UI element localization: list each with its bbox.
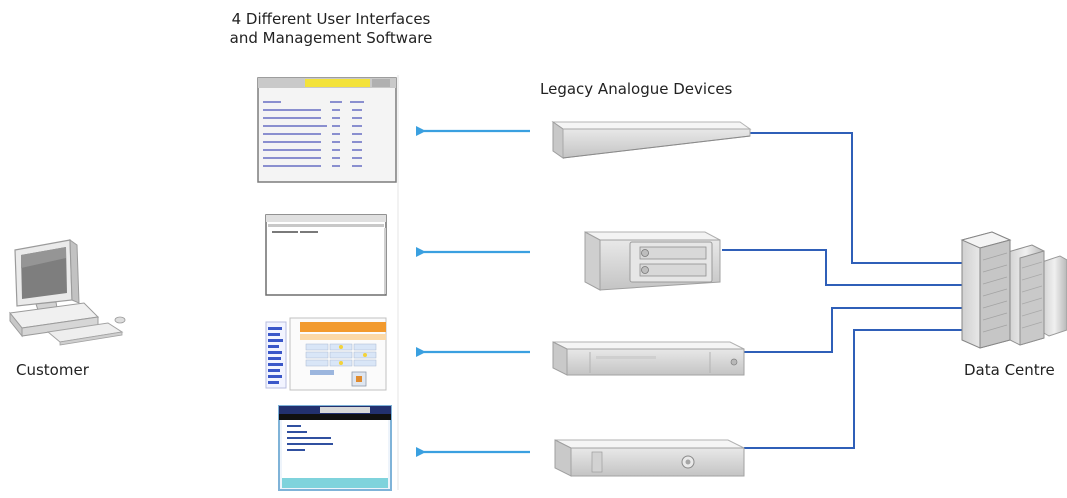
desktop-computer-icon [9,239,126,346]
diagram-title: 4 Different User Interfaces and Manageme… [196,10,466,48]
cable-device-2 [722,249,962,286]
ui-screen-4 [278,405,392,491]
legacy-devices-label: Legacy Analogue Devices [540,80,733,98]
legacy-device-2 [584,231,721,291]
cable-device-1 [748,132,962,264]
title-line-2: and Management Software [229,29,433,47]
ui-screen-2 [265,214,387,296]
cable-device-4 [744,329,962,449]
customer-label: Customer [16,361,89,379]
legacy-device-3 [552,341,745,376]
ui-screen-3 [265,317,387,391]
ui-screen-1 [257,77,397,183]
server-racks-icon [960,231,1067,349]
title-line-1: 4 Different User Interfaces [231,10,431,28]
data-centre-label: Data Centre [964,361,1055,379]
cable-device-3 [742,307,962,353]
legacy-device-4 [554,439,745,477]
legacy-device-1 [551,121,752,159]
